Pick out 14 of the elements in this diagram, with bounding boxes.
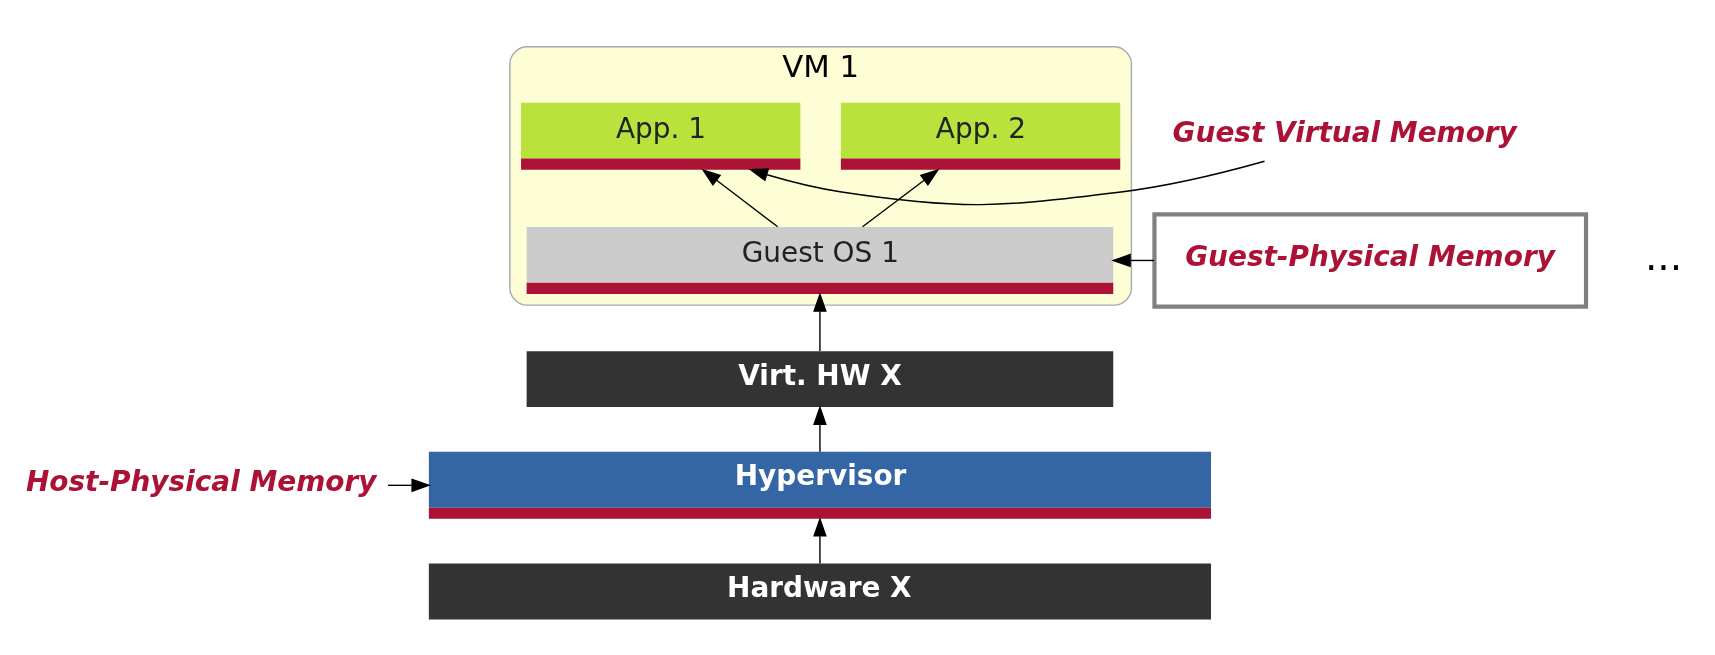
node-box: Guest-Physical Memory — [1151, 212, 1588, 309]
node-text: Guest Virtual Memory — [1172, 115, 1517, 149]
arrow — [812, 405, 827, 453]
arrow — [861, 168, 939, 228]
label: ... — [1644, 234, 1682, 280]
arrow — [700, 168, 778, 228]
arrow — [386, 478, 431, 493]
arrow — [812, 517, 827, 565]
arrow — [812, 292, 827, 352]
node-box: Hardware X — [428, 563, 1211, 620]
arrow — [748, 160, 1265, 206]
arrow — [1110, 253, 1155, 268]
node-box: Virt. HW X — [526, 351, 1113, 408]
node-text: Host-Physical Memory — [25, 464, 376, 498]
